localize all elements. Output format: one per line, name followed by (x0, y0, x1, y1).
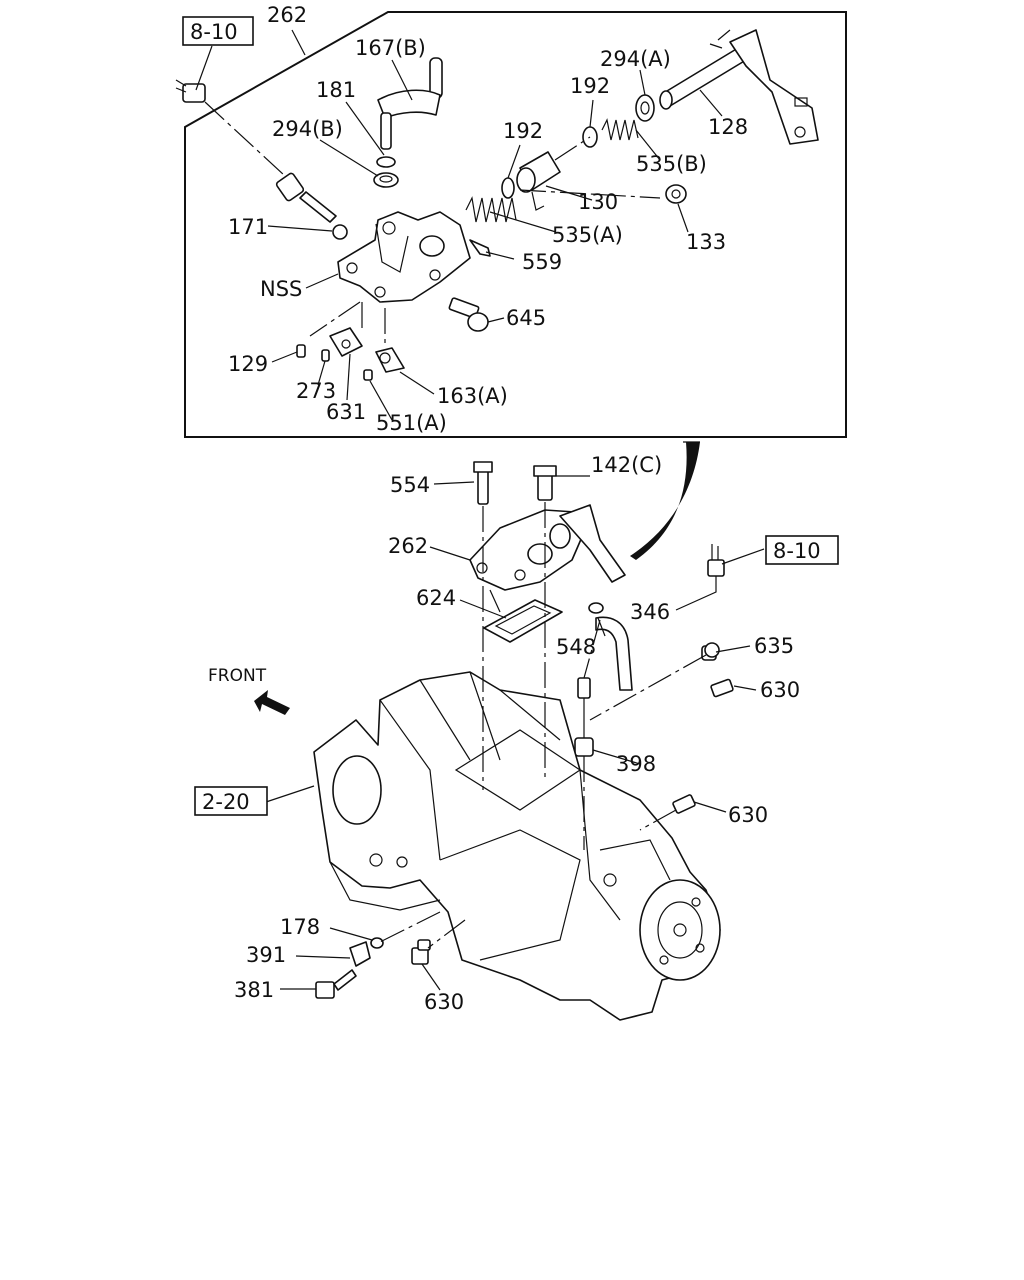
spring-535a-icon (465, 196, 517, 223)
label-630-c: 630 (424, 990, 464, 1014)
label-262-mid: 262 (388, 534, 428, 558)
label-171: 171 (228, 215, 268, 239)
assy-dash-9 (489, 589, 501, 613)
block-631-icon (329, 327, 363, 357)
label-178: 178 (280, 915, 320, 939)
label-624: 624 (416, 586, 456, 610)
label-346: 346 (630, 600, 670, 624)
gasket-624-icon (483, 599, 563, 643)
label-nss: NSS (260, 277, 302, 301)
bolt-645-icon (448, 297, 489, 332)
bolt-554-icon (473, 461, 493, 505)
clip-548-icon (588, 602, 604, 614)
ref-box-2-20 (194, 786, 268, 816)
sensor-171-icon (275, 172, 348, 240)
spring-535b-icon (601, 118, 639, 141)
label-630-a: 630 (760, 678, 800, 702)
label-142c: 142(C) (591, 453, 662, 477)
label-559: 559 (522, 250, 562, 274)
housing-262-icon (469, 504, 626, 591)
seal-294b-icon (373, 172, 399, 188)
label-192-b: 192 (503, 119, 543, 143)
bolt-381-icon (315, 969, 357, 999)
breather-559-icon (469, 239, 491, 257)
detail-dash-3 (309, 301, 361, 337)
label-294b: 294(B) (272, 117, 343, 141)
label-273: 273 (296, 379, 336, 403)
label-front: FRONT (208, 666, 267, 686)
shift-housing-icon (337, 211, 471, 303)
label-133: 133 (686, 230, 726, 254)
connector-top-leader (195, 45, 213, 91)
sensor-398-icon (574, 677, 594, 757)
bolt-142c-icon (533, 465, 557, 501)
detail-dash-1 (519, 189, 661, 199)
bracket-391-icon (349, 941, 371, 967)
detail-dash-2 (554, 136, 591, 161)
assy-dash-4 (583, 619, 601, 679)
label-635: 635 (754, 634, 794, 658)
label-130: 130 (578, 190, 618, 214)
plug-630b-icon (672, 794, 696, 814)
arrow-front-icon (254, 690, 290, 715)
label-548: 548 (556, 635, 596, 659)
washer-181-icon (376, 156, 396, 168)
lever-167b-icon (377, 57, 443, 150)
label-645: 645 (506, 306, 546, 330)
label-381: 381 (234, 978, 274, 1002)
label-167b: 167(B) (355, 36, 426, 60)
label-128: 128 (708, 115, 748, 139)
label-535a: 535(A) (552, 223, 623, 247)
label-181: 181 (316, 78, 356, 102)
washer-192a-icon (501, 177, 515, 199)
connector-top-dash (204, 101, 286, 177)
label-262-top: 262 (267, 3, 307, 27)
ref-8-10-top: 8-10 (190, 20, 238, 44)
label-535b: 535(B) (636, 152, 707, 176)
ref-2-20: 2-20 (202, 790, 250, 814)
label-129: 129 (228, 352, 268, 376)
label-631: 631 (326, 400, 366, 424)
label-630-b: 630 (728, 803, 768, 827)
detail-callout-arrow (630, 442, 700, 560)
plug-630c-icon (411, 939, 431, 965)
leader-lines (265, 29, 765, 991)
label-192-a: 192 (570, 74, 610, 98)
pin-129-icon (296, 344, 306, 358)
assy-dash-8 (427, 919, 466, 949)
ref-box-8-10-top (182, 16, 254, 46)
label-554: 554 (390, 473, 430, 497)
plug-630a-icon (710, 678, 734, 698)
plug-635-icon (701, 642, 720, 661)
oring-178-icon (370, 937, 384, 949)
label-398: 398 (616, 752, 656, 776)
pin-273-icon (321, 349, 330, 362)
detail-frame (184, 11, 847, 438)
connector-top-icon (175, 79, 206, 103)
label-391: 391 (246, 943, 286, 967)
pin-551a-icon (363, 369, 373, 381)
lever-163a-icon (375, 347, 405, 373)
collar-130-icon (516, 151, 561, 211)
assy-dash-5 (589, 654, 707, 721)
shaft-128-icon (659, 29, 819, 145)
washer-133-icon (665, 184, 687, 204)
label-294a: 294(A) (600, 47, 671, 71)
seal-294a-icon (635, 94, 655, 122)
connector-mid-icon (707, 544, 725, 577)
assy-dash-6 (639, 809, 677, 831)
ref-8-10-mid: 8-10 (773, 539, 821, 563)
label-163a: 163(A) (437, 384, 508, 408)
ref-box-8-10-mid (765, 535, 839, 565)
label-551a: 551(A) (376, 411, 447, 435)
output-flange-icon (639, 879, 721, 981)
assy-dash-7 (379, 911, 441, 943)
